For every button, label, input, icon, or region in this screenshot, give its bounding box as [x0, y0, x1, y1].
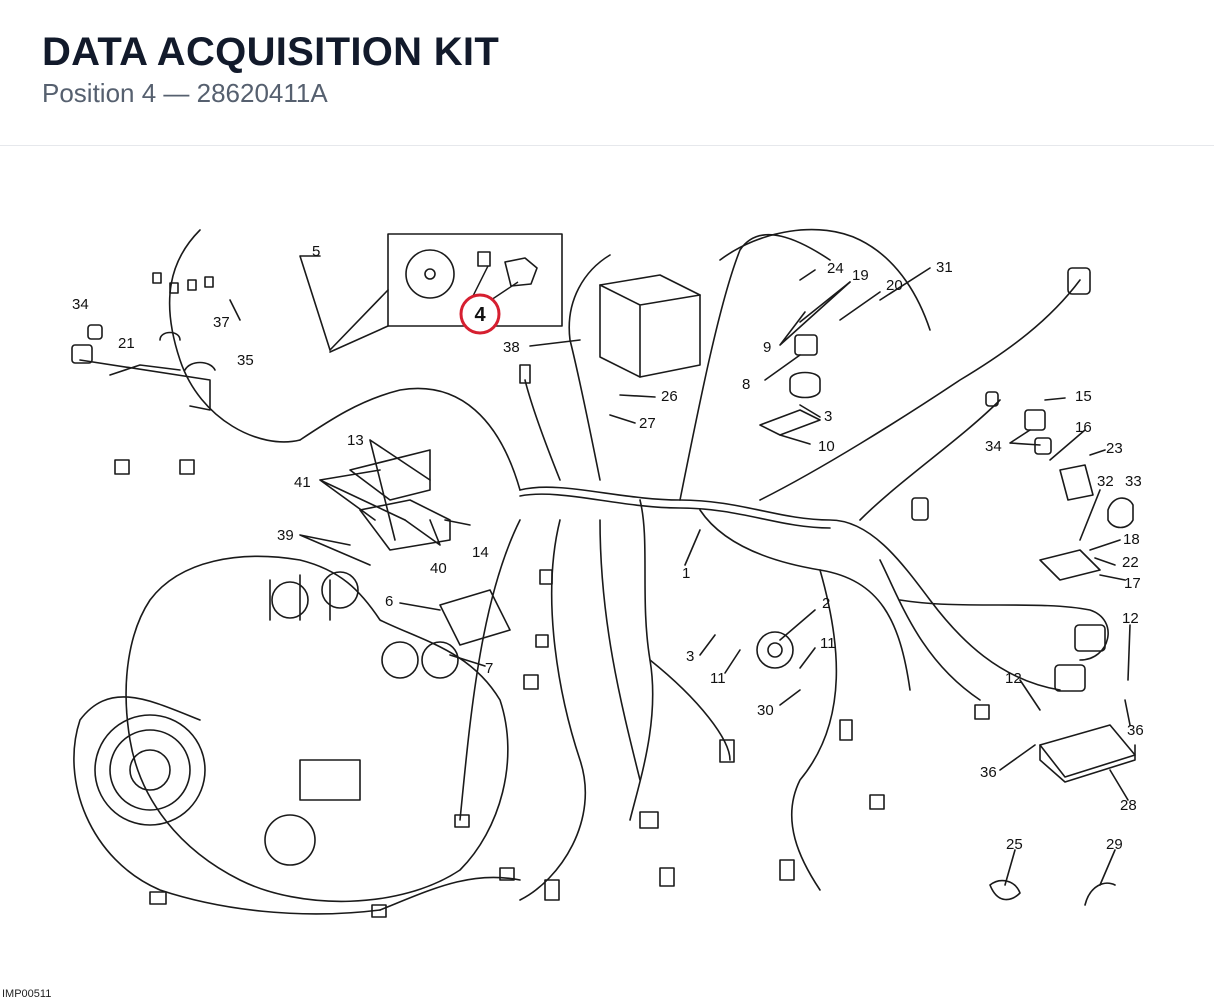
callout-label: 27	[639, 415, 656, 432]
callout-label: 28	[1120, 797, 1137, 814]
callout-label: 13	[347, 432, 364, 449]
callout-label: 3	[824, 408, 832, 425]
callout-label: 41	[294, 474, 311, 491]
callout-label: 14	[472, 544, 489, 561]
callout-label: 35	[237, 352, 254, 369]
callout-label: 30	[757, 702, 774, 719]
callout-label: 18	[1123, 531, 1140, 548]
callout-label: 24	[827, 260, 844, 277]
callout-label: 21	[118, 335, 135, 352]
harness-drawing	[71, 228, 1136, 918]
callout-label: 23	[1106, 440, 1123, 457]
callout-label: 3	[686, 648, 694, 665]
wiring-diagram: 4 1 2 3 3 5 6 7 8 9 10 11 11 12 12 13 14…	[71, 228, 1144, 918]
highlight-ring	[459, 293, 501, 335]
callout-label: 39	[277, 527, 294, 544]
callout-label: 34	[72, 296, 89, 313]
callout-label: 15	[1075, 388, 1092, 405]
highlight-label: 4	[474, 304, 486, 326]
callout-label: 17	[1124, 575, 1141, 592]
callout-label: 11	[820, 635, 836, 652]
callout-label: 33	[1125, 473, 1142, 490]
callout-label: 12	[1005, 670, 1022, 687]
callout-label: 9	[763, 339, 771, 356]
callout-label: 32	[1097, 473, 1114, 490]
callout-label: 1	[682, 565, 690, 582]
callout-label: 6	[385, 593, 393, 610]
callout-label: 40	[430, 560, 447, 577]
image-code: IMP00511	[2, 988, 52, 1000]
page-header: DATA ACQUISITION KIT Position 4 — 286204…	[0, 0, 1214, 146]
callout-label: 25	[1006, 836, 1023, 853]
callout-label: 2	[822, 595, 830, 612]
callout-label: 8	[742, 376, 750, 393]
callout-label: 16	[1075, 419, 1092, 436]
callout-label: 34	[985, 438, 1002, 455]
callout-label: 5	[312, 243, 320, 260]
callout-label: 19	[852, 267, 869, 284]
callout-label: 31	[936, 259, 953, 276]
callout-label: 36	[1127, 722, 1144, 739]
page-title: DATA ACQUISITION KIT	[42, 30, 500, 74]
callout-label: 37	[213, 314, 230, 331]
callout-labels: 1 2 3 3 5 6 7 8 9 10 11 11 12 12 13 14 1…	[72, 243, 1144, 853]
callout-label: 20	[886, 277, 903, 294]
highlight-position-4[interactable]: 4	[459, 265, 519, 335]
page-subtitle: Position 4 — 28620411A	[42, 78, 328, 108]
callout-label: 36	[980, 764, 997, 781]
callout-label: 29	[1106, 836, 1123, 853]
callout-label: 22	[1122, 554, 1139, 571]
callout-label: 12	[1122, 610, 1139, 627]
callout-label: 11	[710, 670, 726, 687]
callout-label: 7	[485, 660, 493, 677]
callout-label: 10	[818, 438, 835, 455]
callout-label: 26	[661, 388, 678, 405]
callout-label: 38	[503, 339, 520, 356]
